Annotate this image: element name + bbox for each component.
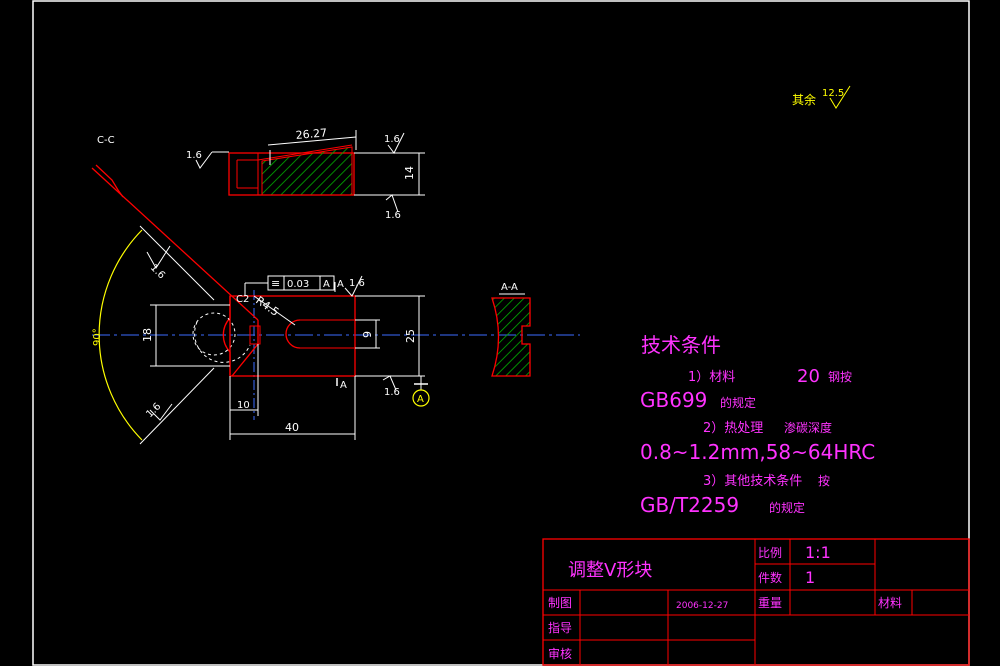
section-cut-line	[91, 167, 259, 321]
dim-length-40: 40	[285, 421, 299, 434]
roughness-rest-note: 其余 12.5	[792, 85, 851, 109]
title-block: 调整V形块 比例 1:1 件数 1 制图 2006-12-27 重量 材料 指导…	[542, 538, 970, 666]
roughness-rest-label: 其余	[792, 92, 816, 107]
section-aa-label: A-A	[501, 282, 518, 293]
notes-line2-code: GB699	[640, 388, 707, 412]
slot-radius	[285, 319, 301, 349]
roughness-top-bottom: 1.6	[385, 210, 401, 221]
tolerance-value: 0.03	[287, 279, 309, 290]
guide-label: 指导	[548, 620, 572, 635]
dim-radius: R4.5	[253, 294, 281, 319]
scale-value: 1:1	[805, 543, 831, 562]
body-outline	[229, 295, 356, 377]
drawn-label: 制图	[548, 596, 572, 610]
quantity-value: 1	[805, 568, 815, 587]
section-cc-label: C-C	[97, 135, 115, 146]
notes-line3-prefix: 2）热处理	[703, 421, 763, 436]
dim-left-height: 18	[141, 328, 154, 342]
roughness-face-upper: 1.6	[148, 262, 167, 281]
roughness-front-bottom: 1.6	[384, 387, 400, 398]
geometric-tolerance-frame: ≡ 0.03 A	[244, 275, 335, 296]
top-view: 26.27 14 1.6 1.6 1.6	[186, 126, 425, 221]
notes-line1-prefix: 1）材料	[688, 370, 735, 385]
tolerance-datum-flag: A	[337, 279, 344, 290]
notes-line2-suffix: 的规定	[720, 395, 756, 410]
part-name: 调整V形块	[568, 560, 652, 581]
notes-line3-suffix: 渗碳深度	[784, 420, 832, 435]
notes-line5-prefix: 3）其他技术条件	[703, 473, 802, 489]
notes-line1-value: 20	[797, 366, 820, 387]
drawn-date: 2006-12-27	[676, 601, 728, 611]
notes-line4: 0.8~1.2mm,58~64HRC	[640, 440, 875, 464]
dim-chamfer: C2	[236, 294, 249, 305]
section-mark-a-bottom: A	[340, 380, 347, 391]
roughness-face-lower: 1.6	[144, 401, 163, 420]
dim-top-length: 26.27	[295, 126, 328, 142]
dim-top-height: 14	[403, 166, 416, 180]
top-view-hatch	[261, 146, 353, 196]
dim-inner-height: 9	[361, 331, 374, 338]
roughness-front-top: 1.6	[349, 278, 365, 289]
dim-offset-10: 10	[237, 400, 250, 411]
material-label: 材料	[878, 596, 902, 610]
scale-label: 比例	[758, 546, 782, 560]
notes-heading: 技术条件	[641, 333, 721, 357]
roughness-top-left: 1.6	[186, 150, 202, 161]
datum-circle-label: A	[417, 394, 424, 405]
notes-line6-code: GB/T2259	[640, 493, 739, 517]
quantity-label: 件数	[758, 570, 782, 585]
weight-label: 重量	[758, 596, 782, 610]
drawing-frame	[32, 0, 970, 666]
angle-arc	[98, 229, 143, 441]
datum-circle	[412, 389, 430, 407]
section-aa-hatch	[491, 297, 531, 377]
technical-notes: 技术条件 1）材料 20 钢按 GB699 的规定 2）热处理 渗碳深度 0.8…	[640, 333, 875, 517]
roughness-top-right: 1.6	[384, 134, 400, 145]
review-label: 审核	[548, 646, 572, 661]
dim-angle: 90°	[92, 328, 103, 346]
tolerance-datum: A	[323, 279, 330, 290]
notes-line6-suffix: 的规定	[769, 500, 805, 515]
notes-line1-suffix: 钢按	[828, 370, 852, 384]
section-aa: A-A	[491, 282, 531, 377]
notes-line5-suffix: 按	[818, 474, 830, 488]
tolerance-symbol: ≡	[271, 277, 280, 290]
roughness-rest-value: 12.5	[822, 88, 844, 99]
dim-right-height: 25	[404, 329, 417, 343]
